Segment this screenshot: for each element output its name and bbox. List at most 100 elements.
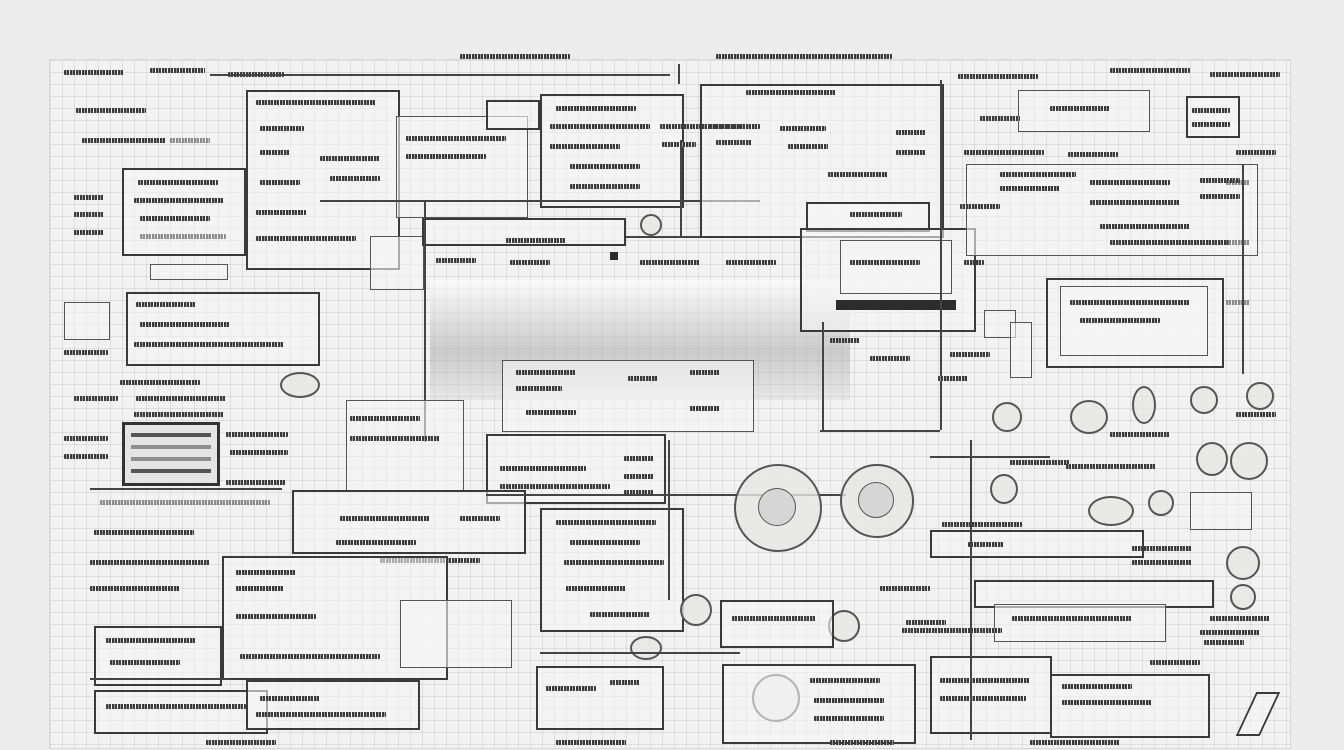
text-scribble xyxy=(1000,186,1060,191)
text-scribble xyxy=(330,176,380,181)
connector-line xyxy=(930,456,1050,458)
text-scribble xyxy=(1110,432,1170,437)
text-scribble xyxy=(1226,240,1250,245)
text-scribble xyxy=(1200,194,1240,199)
text-scribble xyxy=(94,530,194,535)
text-scribble xyxy=(546,686,596,691)
gauge-icon xyxy=(680,594,712,626)
marker xyxy=(610,252,618,260)
text-scribble xyxy=(564,560,664,565)
text-scribble xyxy=(340,516,430,521)
module-box xyxy=(396,116,528,218)
text-scribble xyxy=(726,260,776,265)
connector-line xyxy=(820,430,940,432)
gauge-icon xyxy=(1190,386,1218,414)
text-scribble xyxy=(110,660,180,665)
gauge-icon xyxy=(992,402,1022,432)
text-scribble xyxy=(140,322,230,327)
text-scribble xyxy=(732,616,816,621)
header-scribble xyxy=(716,54,892,59)
text-scribble xyxy=(942,522,1022,527)
text-scribble xyxy=(90,560,210,565)
text-scribble xyxy=(710,124,760,129)
text-scribble xyxy=(788,144,828,149)
module-box xyxy=(1018,90,1150,132)
gauge-icon xyxy=(1226,546,1260,580)
header-scribble xyxy=(460,54,570,59)
text-scribble xyxy=(170,138,210,143)
text-scribble xyxy=(134,342,284,347)
text-scribble xyxy=(814,716,884,721)
text-scribble xyxy=(500,484,610,489)
module-box xyxy=(1010,322,1032,378)
text-scribble xyxy=(1204,640,1244,645)
text-scribble xyxy=(138,180,218,185)
connector-line xyxy=(626,236,766,238)
text-scribble xyxy=(850,212,902,217)
module-box xyxy=(486,100,540,130)
text-scribble xyxy=(336,540,416,545)
connector-line xyxy=(320,200,760,202)
text-scribble xyxy=(406,154,486,159)
text-scribble xyxy=(958,74,1038,79)
text-scribble xyxy=(106,704,246,709)
text-scribble xyxy=(964,150,1044,155)
text-scribble xyxy=(1210,616,1270,621)
text-scribble xyxy=(100,500,270,505)
text-scribble xyxy=(74,195,104,200)
text-scribble xyxy=(896,150,926,155)
module-box xyxy=(930,530,1144,558)
text-scribble xyxy=(938,376,968,381)
module-box xyxy=(246,680,420,730)
text-scribble xyxy=(460,516,500,521)
text-scribble xyxy=(624,474,654,479)
text-scribble xyxy=(260,696,320,701)
gauge-icon xyxy=(630,636,662,660)
text-scribble xyxy=(140,216,210,221)
text-scribble xyxy=(940,678,1030,683)
text-scribble xyxy=(940,696,1026,701)
text-scribble xyxy=(570,184,640,189)
module-box xyxy=(94,690,268,734)
text-scribble xyxy=(236,570,296,575)
module-box xyxy=(292,490,526,554)
text-scribble xyxy=(1132,546,1192,551)
text-scribble xyxy=(1090,200,1180,205)
connector-line xyxy=(822,322,824,430)
text-scribble xyxy=(628,376,658,381)
module-box xyxy=(722,664,916,744)
text-scribble xyxy=(500,466,586,471)
text-scribble xyxy=(1068,152,1118,157)
magnifier-icon xyxy=(640,214,662,236)
text-scribble xyxy=(810,678,880,683)
text-scribble xyxy=(556,106,636,111)
text-scribble xyxy=(870,356,910,361)
text-scribble xyxy=(76,108,146,113)
module-box xyxy=(930,656,1052,734)
gauge-icon xyxy=(858,482,894,518)
text-scribble xyxy=(226,480,286,485)
connector-line xyxy=(90,488,282,490)
text-scribble xyxy=(570,164,640,169)
text-scribble xyxy=(556,520,656,525)
connector-line xyxy=(668,440,670,600)
text-scribble xyxy=(624,490,654,495)
text-scribble xyxy=(968,542,1004,547)
text-scribble xyxy=(1210,72,1280,77)
text-scribble xyxy=(1012,616,1132,621)
module-box xyxy=(994,604,1166,642)
gauge-icon xyxy=(990,474,1018,504)
text-scribble xyxy=(1062,700,1152,705)
connector-line xyxy=(680,140,682,236)
text-scribble xyxy=(662,142,696,147)
text-scribble xyxy=(1192,122,1230,127)
connector-line xyxy=(970,440,972,740)
text-scribble xyxy=(256,236,356,241)
module-box xyxy=(974,580,1214,608)
text-scribble xyxy=(1226,300,1250,305)
text-scribble xyxy=(510,260,550,265)
gauge-icon xyxy=(1088,496,1134,526)
text-scribble xyxy=(90,586,180,591)
gauge-icon xyxy=(1070,400,1108,434)
text-scribble xyxy=(320,156,380,161)
